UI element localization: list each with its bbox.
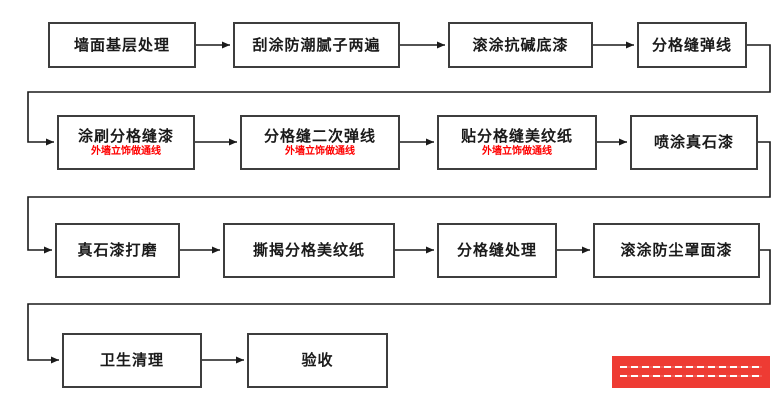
step-paint-grid-joint: 涂刷分格缝漆 外墙立饰做通线 (57, 115, 195, 170)
step-moistureproof-putty: 刮涂防潮腻子两遍 (233, 22, 400, 68)
step-wall-base-treatment: 墙面基层处理 (48, 22, 196, 68)
step-red-note: 外墙立饰做通线 (482, 145, 552, 157)
step-spray-stone-paint: 喷涂真石漆 (630, 115, 758, 170)
step-second-snap-line: 分格缝二次弹线 外墙立饰做通线 (240, 115, 400, 170)
step-label: 贴分格缝美纹纸 (460, 127, 573, 146)
step-label: 撕揭分格美纹纸 (252, 241, 365, 260)
step-acceptance: 验收 (247, 333, 388, 388)
step-label: 涂刷分格缝漆 (77, 127, 174, 146)
watermark-text-line (620, 366, 762, 368)
step-label: 喷涂真石漆 (653, 133, 734, 152)
step-label: 墙面基层处理 (73, 35, 170, 54)
step-label: 滚涂抗碱底漆 (472, 35, 569, 54)
step-label: 分格缝弹线 (651, 35, 732, 54)
step-red-note: 外墙立饰做通线 (91, 145, 161, 157)
step-label: 滚涂防尘罩面漆 (620, 241, 733, 260)
step-label: 真石漆打磨 (77, 241, 158, 260)
step-label: 刮涂防潮腻子两遍 (252, 35, 381, 54)
step-label: 分格缝二次弹线 (263, 127, 376, 146)
step-remove-masking-tape: 撕揭分格美纹纸 (223, 223, 395, 278)
step-label: 验收 (301, 351, 334, 370)
step-grid-joint-treatment: 分格缝处理 (437, 223, 557, 278)
watermark-text-line (620, 375, 762, 377)
step-grid-joint-snap-line: 分格缝弹线 (637, 22, 747, 68)
watermark-banner (612, 356, 770, 388)
step-label: 分格缝处理 (456, 241, 537, 260)
step-label: 卫生清理 (99, 351, 164, 370)
step-stone-paint-sanding: 真石漆打磨 (55, 223, 180, 278)
step-red-note: 外墙立饰做通线 (285, 145, 355, 157)
step-alkali-resistant-primer: 滚涂抗碱底漆 (448, 22, 593, 68)
step-apply-masking-tape: 贴分格缝美纹纸 外墙立饰做通线 (437, 115, 597, 170)
step-dustproof-topcoat: 滚涂防尘罩面漆 (593, 223, 760, 278)
step-cleanup: 卫生清理 (62, 333, 202, 388)
